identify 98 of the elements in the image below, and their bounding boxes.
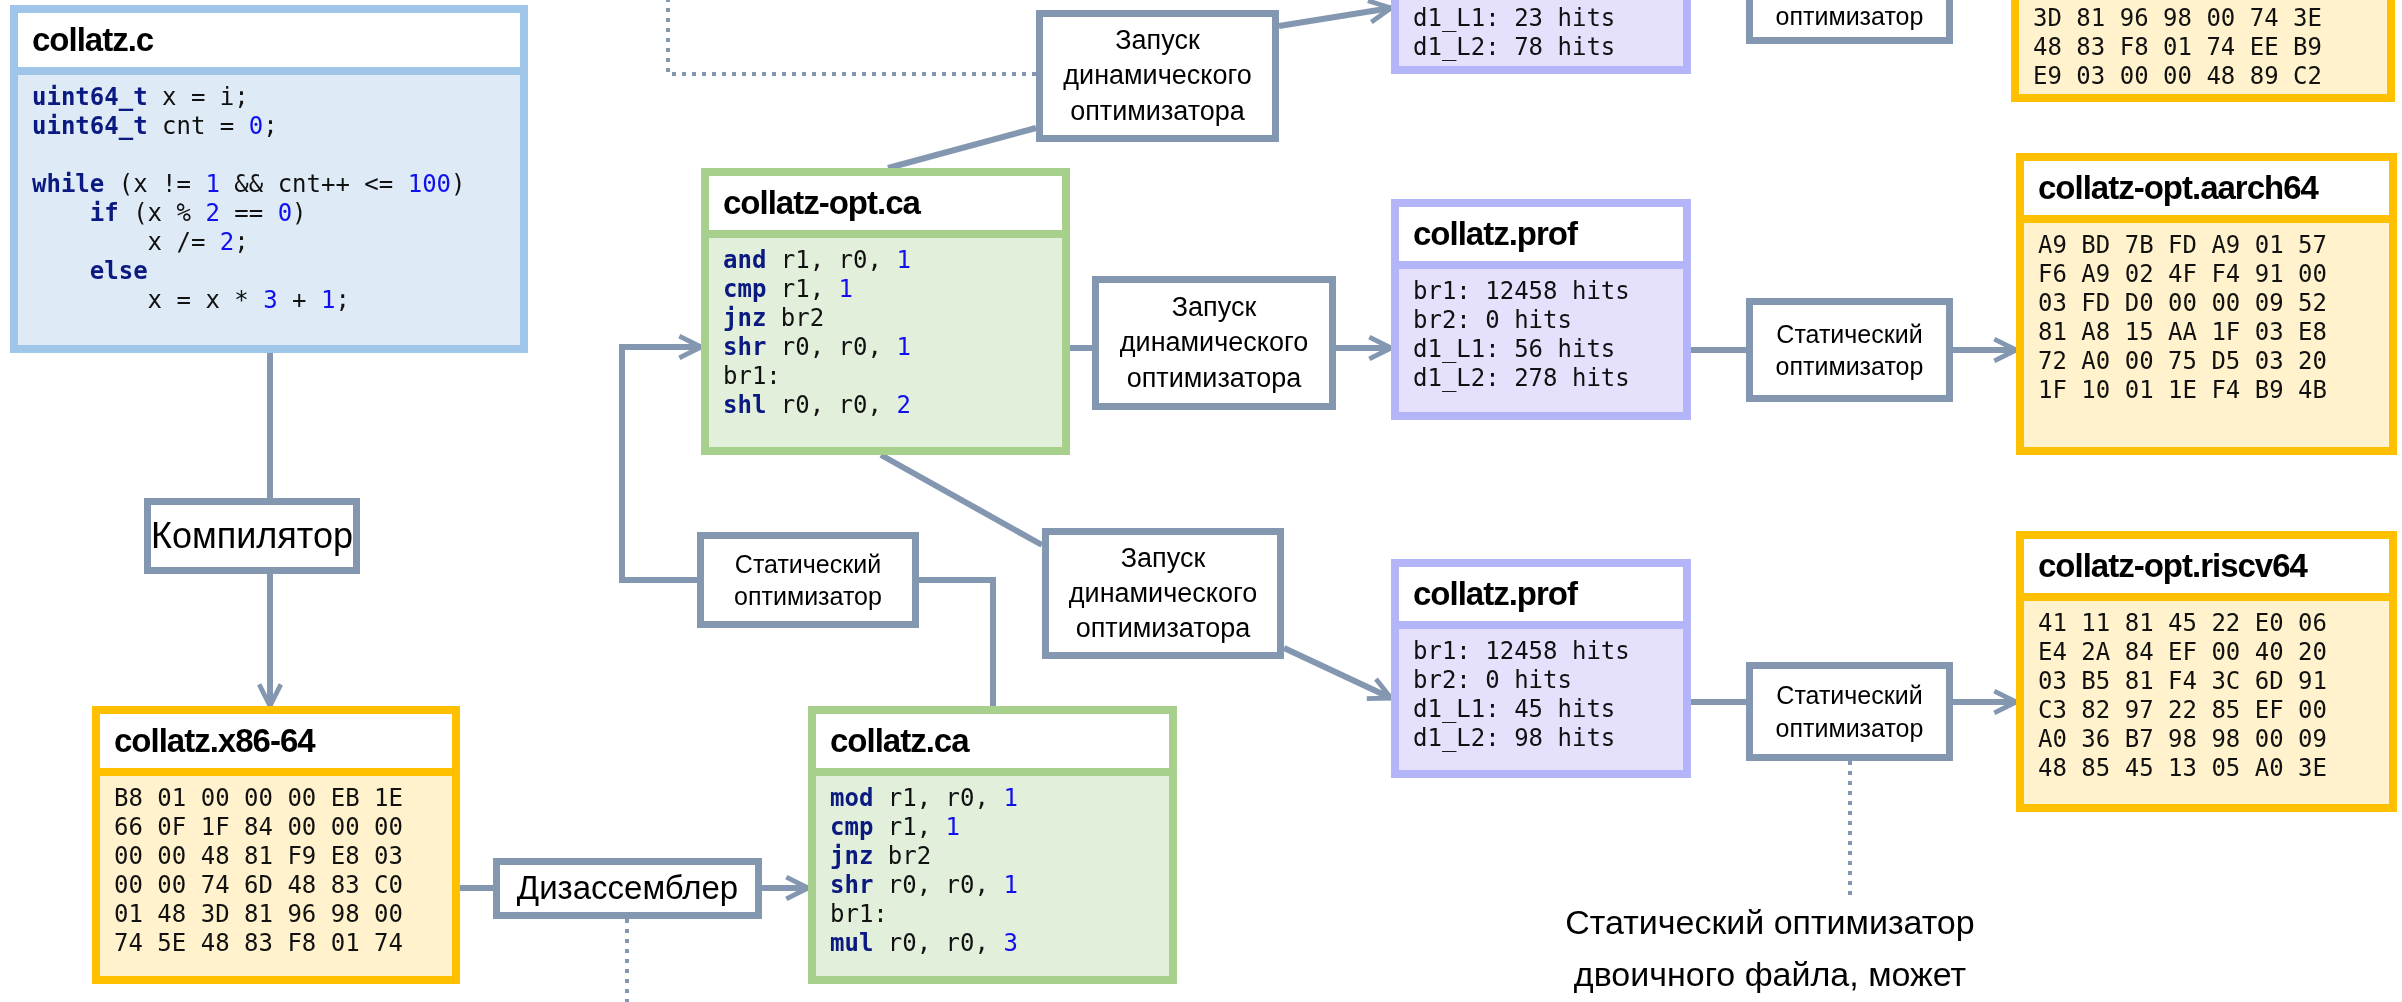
connector-line — [460, 885, 493, 891]
profile-line: d1_L1: 23 hits — [1413, 4, 1616, 33]
connector-line — [1691, 347, 1746, 353]
dotted-connector — [625, 919, 629, 1002]
file-card — [1391, 0, 1691, 74]
file-card — [2016, 153, 2397, 455]
hex-row: B8 01 00 00 00 EB 1E — [114, 784, 403, 813]
code-line: uint64_t cnt = 0; — [32, 112, 278, 141]
arrow — [256, 574, 284, 709]
code-line: jnz br2 — [830, 842, 932, 871]
file-name: collatz.x86-64 — [114, 722, 315, 760]
code-line: mod r1, r0, 1 — [830, 784, 1018, 813]
dotted-connector — [1848, 761, 1852, 896]
file-card — [2016, 531, 2397, 812]
process-box — [1036, 10, 1279, 142]
code-line: cmp r1, 1 — [723, 275, 854, 304]
profile-line: d1_L1: 45 hits — [1413, 695, 1616, 724]
hex-row: 03 FD D0 00 00 09 52 — [2038, 289, 2327, 318]
profile-line: d1_L1: 56 hits — [1413, 335, 1616, 364]
process-box — [1042, 528, 1284, 659]
code-line: jnz br2 — [723, 304, 825, 333]
process-label: Статический оптимизатор — [1774, 680, 1925, 744]
process-label: оптимизатор — [1775, 0, 1924, 32]
dotted-connector — [666, 0, 1036, 76]
file-card — [1391, 199, 1691, 420]
file-card — [808, 706, 1177, 984]
code-line: shr r0, r0, 1 — [723, 333, 911, 362]
hex-row: 1F 10 01 1E F4 B9 4B — [2038, 376, 2327, 405]
code-line: shl r0, r0, 2 — [723, 391, 911, 420]
hex-row: C3 82 97 22 85 EF 00 — [2038, 696, 2327, 725]
file-card — [701, 168, 1070, 455]
hex-row: E4 2A 84 EF 00 40 20 — [2038, 638, 2327, 667]
profile-line: br2: 0 hits — [1413, 666, 1572, 695]
connector-line — [1070, 345, 1092, 351]
code-line: mul r0, r0, 3 — [830, 929, 1018, 958]
file-name: collatz-opt.riscv64 — [2038, 547, 2307, 585]
process-label: Запуск динамического оптимизатора — [1067, 541, 1259, 646]
hex-row: A9 BD 7B FD A9 01 57 — [2038, 231, 2327, 260]
code-line: else — [88, 257, 148, 286]
hex-row: 00 00 74 6D 48 83 C0 — [114, 871, 403, 900]
code-line: if (x % 2 == 0) — [88, 199, 307, 228]
connector-line — [1691, 699, 1746, 705]
code-line: br1: — [723, 362, 781, 391]
process-box — [1092, 276, 1336, 410]
note-text: Статический оптимизатор двоичного файла, может — [1530, 896, 2010, 1000]
hex-row: 01 48 3D 81 96 98 00 — [114, 900, 403, 929]
hex-row: 41 11 81 45 22 E0 06 — [2038, 609, 2327, 638]
profile-line: d1_L2: 278 hits — [1413, 364, 1630, 393]
process-label: Дизассемблер — [516, 868, 739, 909]
profile-line: d1_L2: 78 hits — [1413, 33, 1616, 62]
hex-row: 00 00 48 81 F9 E8 03 — [114, 842, 403, 871]
process-box — [493, 858, 762, 919]
process-label: Статический оптимизатор — [733, 548, 883, 612]
file-card — [10, 5, 528, 353]
code-line: cmp r1, 1 — [830, 813, 961, 842]
file-name: collatz.ca — [830, 722, 969, 760]
profile-line: br1: 12458 hits — [1413, 637, 1630, 666]
process-label: Запуск динамического оптимизатора — [1062, 24, 1253, 128]
code-line: br1: — [830, 900, 888, 929]
process-box — [697, 532, 919, 628]
process-box — [144, 498, 360, 574]
profile-line: br1: 12458 hits — [1413, 277, 1630, 306]
file-card — [2011, 0, 2395, 102]
file-name: collatz.c — [32, 21, 154, 59]
process-label: Статический оптимизатор — [1774, 318, 1925, 382]
file-name: collatz-opt.ca — [723, 184, 920, 222]
hex-row: A0 36 B7 98 98 00 09 — [2038, 725, 2327, 754]
process-label: Компилятор — [151, 513, 353, 558]
code-line: and r1, r0, 1 — [723, 246, 911, 275]
file-name: collatz.prof — [1413, 575, 1577, 613]
file-name: collatz-opt.aarch64 — [2038, 169, 2318, 207]
hex-row: 72 A0 00 75 D5 03 20 — [2038, 347, 2327, 376]
connector-line — [267, 353, 273, 498]
code-line: while (x != 1 && cnt++ <= 100) — [32, 170, 466, 199]
process-box — [1746, 298, 1953, 402]
connector-line — [887, 125, 1037, 171]
hex-row: 48 83 F8 01 74 EE B9 — [2033, 33, 2322, 62]
profile-line: br2: 0 hits — [1413, 306, 1572, 335]
file-card — [1391, 559, 1691, 778]
connector-line — [919, 577, 996, 706]
hex-row: 74 5E 48 83 F8 01 74 — [114, 929, 403, 958]
code-line: uint64_t x = i; — [32, 83, 249, 112]
process-box — [1746, 662, 1953, 761]
file-name: collatz.prof — [1413, 215, 1577, 253]
hex-row: E9 03 00 00 48 89 C2 — [2033, 62, 2322, 91]
process-box — [1746, 0, 1953, 44]
hex-row: F6 A9 02 4F F4 91 00 — [2038, 260, 2327, 289]
hex-row: 81 A8 15 AA 1F 03 E8 — [2038, 318, 2327, 347]
hex-row: 66 0F 1F 84 00 00 00 — [114, 813, 403, 842]
process-label: Запуск динамического оптимизатора — [1118, 291, 1310, 395]
hex-row: 48 85 45 13 05 A0 3E — [2038, 754, 2327, 783]
file-card — [92, 706, 460, 984]
hex-row: 3D 81 96 98 00 74 3E — [2033, 4, 2322, 33]
code-line: shr r0, r0, 1 — [830, 871, 1018, 900]
hex-row: 03 B5 81 F4 3C 6D 91 — [2038, 667, 2327, 696]
code-line: x /= 2; — [146, 228, 249, 257]
profile-line: d1_L2: 98 hits — [1413, 724, 1616, 753]
code-line: x = x * 3 + 1; — [146, 286, 350, 315]
